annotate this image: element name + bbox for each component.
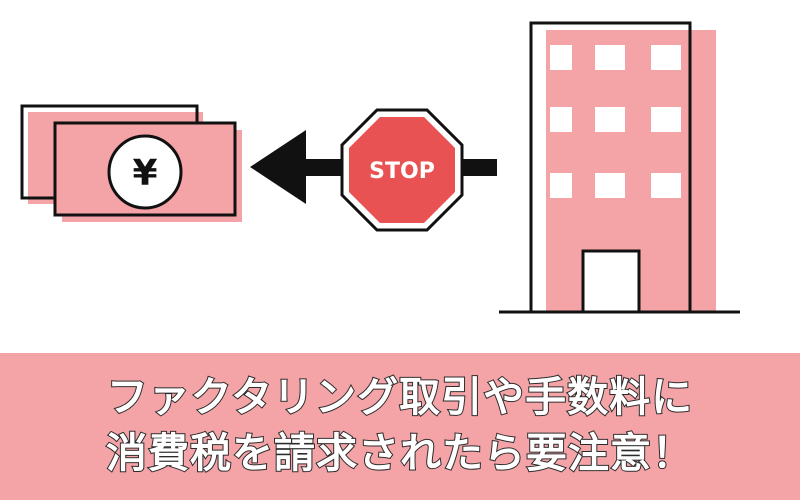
yen-coin-circle [107, 134, 183, 210]
building-door [581, 249, 641, 314]
window [651, 173, 681, 198]
window [595, 173, 625, 198]
stop-sign-label: STOP [369, 159, 435, 184]
window [595, 107, 625, 132]
caption-line-2: 消費税を請求されたら要注意！ [105, 428, 694, 478]
window [550, 107, 572, 132]
building-windows [550, 45, 681, 198]
window [550, 45, 572, 70]
window [651, 107, 681, 132]
caption-line-1: ファクタリング取引や手数料に [106, 372, 694, 422]
arrow-head [250, 130, 306, 204]
caption-band [0, 353, 800, 500]
window [550, 173, 572, 198]
yen-symbol: ¥ [132, 153, 157, 194]
window [651, 45, 681, 70]
window [595, 45, 625, 70]
stop-sign-icon: STOP [340, 108, 464, 232]
yen-banknote-icon: ¥ [20, 104, 242, 222]
office-building-icon [499, 21, 740, 314]
illustration: ¥ STOP [20, 21, 740, 314]
stop-sign-inner [349, 117, 455, 223]
